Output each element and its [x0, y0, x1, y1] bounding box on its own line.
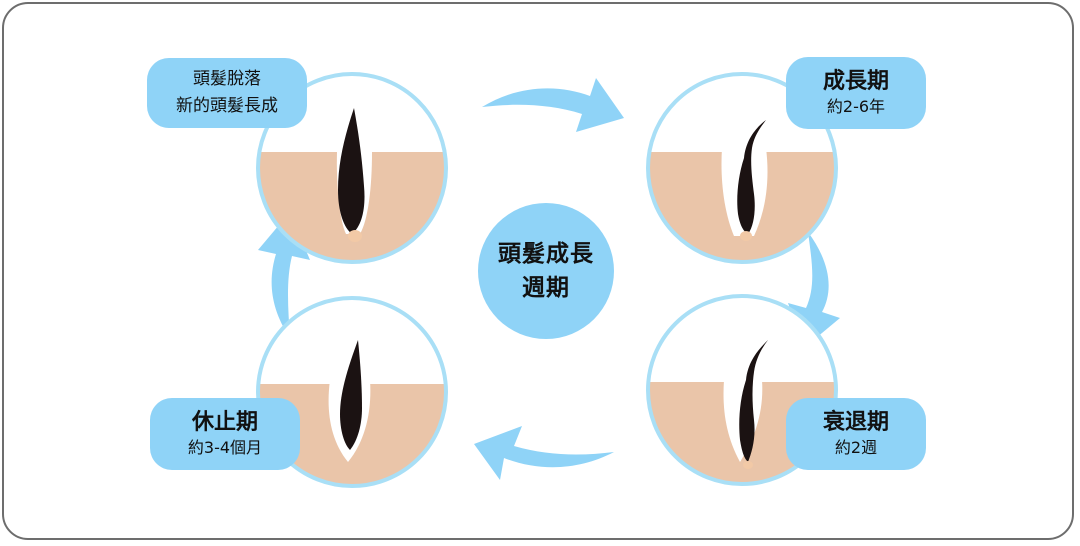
center-title-line2: 週期: [522, 271, 570, 305]
stage-label-anagen: 成長期 約2-6年: [786, 57, 926, 129]
stage-label-catagen: 衰退期 約2週: [786, 398, 926, 470]
arrow-bottom: [474, 426, 614, 480]
renewal-line2: 新的頭髮長成: [147, 93, 307, 120]
telogen-title: 休止期: [150, 409, 300, 437]
catagen-title: 衰退期: [786, 409, 926, 437]
center-cycle-title: 頭髮成長 週期: [478, 203, 614, 339]
stage-label-renewal: 頭髮脫落 新的頭髮長成: [147, 58, 307, 128]
anagen-title: 成長期: [786, 68, 926, 96]
anagen-duration: 約2-6年: [786, 96, 926, 118]
renewal-line1: 頭髮脫落: [147, 66, 307, 93]
stage-label-telogen: 休止期 約3-4個月: [150, 398, 300, 470]
catagen-duration: 約2週: [786, 437, 926, 459]
center-title-line1: 頭髮成長: [498, 237, 594, 271]
arrow-top: [482, 78, 624, 132]
telogen-duration: 約3-4個月: [150, 437, 300, 459]
